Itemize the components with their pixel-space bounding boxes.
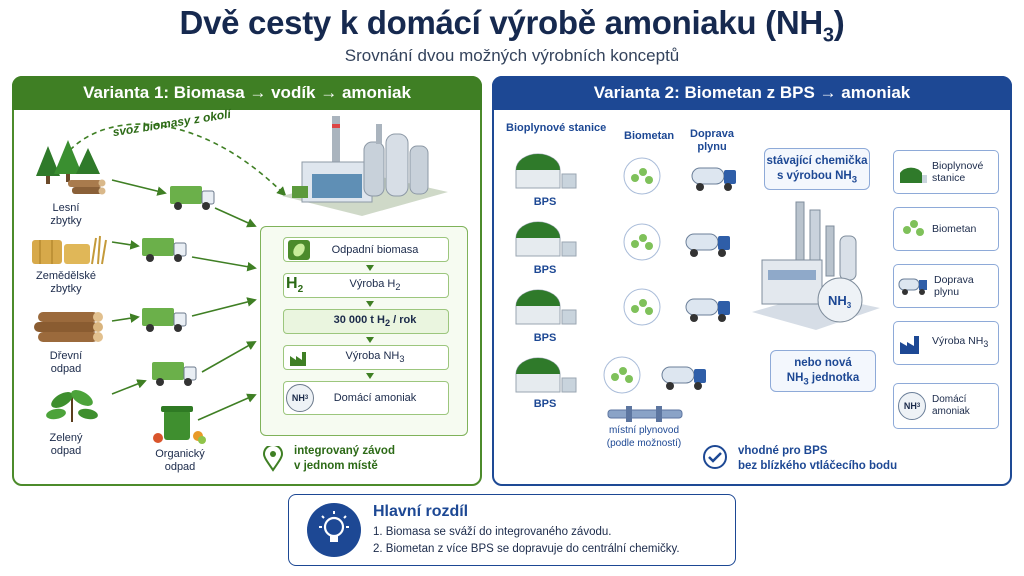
step-h2-capacity: 30 000 t H2 / rok xyxy=(283,309,449,334)
gas-truck-icon xyxy=(685,298,730,322)
gas-truck-icon xyxy=(898,278,927,295)
rstep-biomethane: Biometan xyxy=(893,207,999,251)
biomethane-molecule-icon xyxy=(603,356,641,394)
biogas-plant-icon xyxy=(515,289,577,325)
flow-arrow xyxy=(366,301,374,307)
gas-truck-icon xyxy=(691,167,736,191)
pipeline-icon xyxy=(607,406,683,422)
gas-truck-icon xyxy=(661,366,706,390)
leaf-icon xyxy=(288,240,310,260)
step-waste-biomass: Odpadní biomasa xyxy=(283,237,449,262)
truck-icon xyxy=(142,308,187,332)
h2-icon: H2 xyxy=(286,275,304,296)
col-label-biomethane: Biometan xyxy=(624,130,675,142)
step-h2-production: H2 Výroba H2 xyxy=(283,273,449,298)
rstep-transport: Doprava plynu xyxy=(893,264,999,308)
organic-waste-icon xyxy=(153,406,206,444)
biomethane-molecule-icon xyxy=(623,157,661,195)
integrated-plant-icon xyxy=(282,116,448,216)
factory-icon xyxy=(900,336,919,354)
bps-label: BPS xyxy=(533,332,557,344)
location-pin-icon xyxy=(262,446,284,472)
biomethane-molecule-icon xyxy=(903,220,924,236)
step-nh3-production: Výroba NH3 xyxy=(283,345,449,370)
truck-icon xyxy=(142,238,187,262)
summary-line-2: 2. Biometan z více BPS se dopravuje do c… xyxy=(373,543,680,555)
bps-label: BPS xyxy=(533,196,557,208)
flow-arrow xyxy=(366,265,374,271)
biomethane-molecule-icon xyxy=(623,223,661,261)
process-box: Odpadní biomasa H2 Výroba H2 30 000 t H2… xyxy=(260,226,468,436)
biogas-plant-icon xyxy=(515,221,577,257)
chemical-plant-icon: NH3 xyxy=(752,201,880,330)
variant2-heading: Varianta 2: Biometan z BPS → amoniak xyxy=(492,76,1012,110)
biogas-plant-icon xyxy=(515,357,577,393)
summary-box: Hlavní rozdíl 1. Biomasa se sváží do int… xyxy=(288,494,736,566)
biogas-plant-icon xyxy=(900,167,927,183)
forest-residues-icon xyxy=(36,140,106,195)
plant-tank-label: NH3 xyxy=(828,293,852,310)
flow-arrow xyxy=(366,373,374,379)
bps-label: BPS xyxy=(533,264,557,276)
summary-line-1: 1. Biomasa se sváží do integrovaného záv… xyxy=(373,526,612,538)
green-waste-icon xyxy=(46,390,98,422)
agricultural-residues-icon xyxy=(32,235,107,265)
wood-waste-icon xyxy=(34,312,103,342)
truck-icon xyxy=(170,186,215,210)
lightbulb-icon xyxy=(307,503,361,557)
biogas-plant-icon xyxy=(515,153,577,189)
biomethane-molecule-icon xyxy=(623,288,661,326)
pipeline-label: místní plynovod(podle možností) xyxy=(606,425,682,449)
flow-arrow xyxy=(366,337,374,343)
rstep-nh3-production: Výroba NH3 xyxy=(893,321,999,365)
variant1-heading: Varianta 1: Biomasa → vodík → amoniak xyxy=(12,76,482,110)
truck-icon xyxy=(152,362,197,386)
check-circle-icon xyxy=(703,445,727,469)
bps-label: BPS xyxy=(533,398,557,410)
summary-title: Hlavní rozdíl xyxy=(373,503,469,520)
page-title: Dvě cesty k domácí výrobě amoniaku (NH3) xyxy=(179,4,845,47)
page-subtitle: Srovnání dvou možných výrobních konceptů xyxy=(344,46,680,65)
factory-icon xyxy=(290,352,306,366)
col-label-bps: Bioplynové stanice xyxy=(506,122,607,134)
gas-truck-icon xyxy=(685,233,730,257)
